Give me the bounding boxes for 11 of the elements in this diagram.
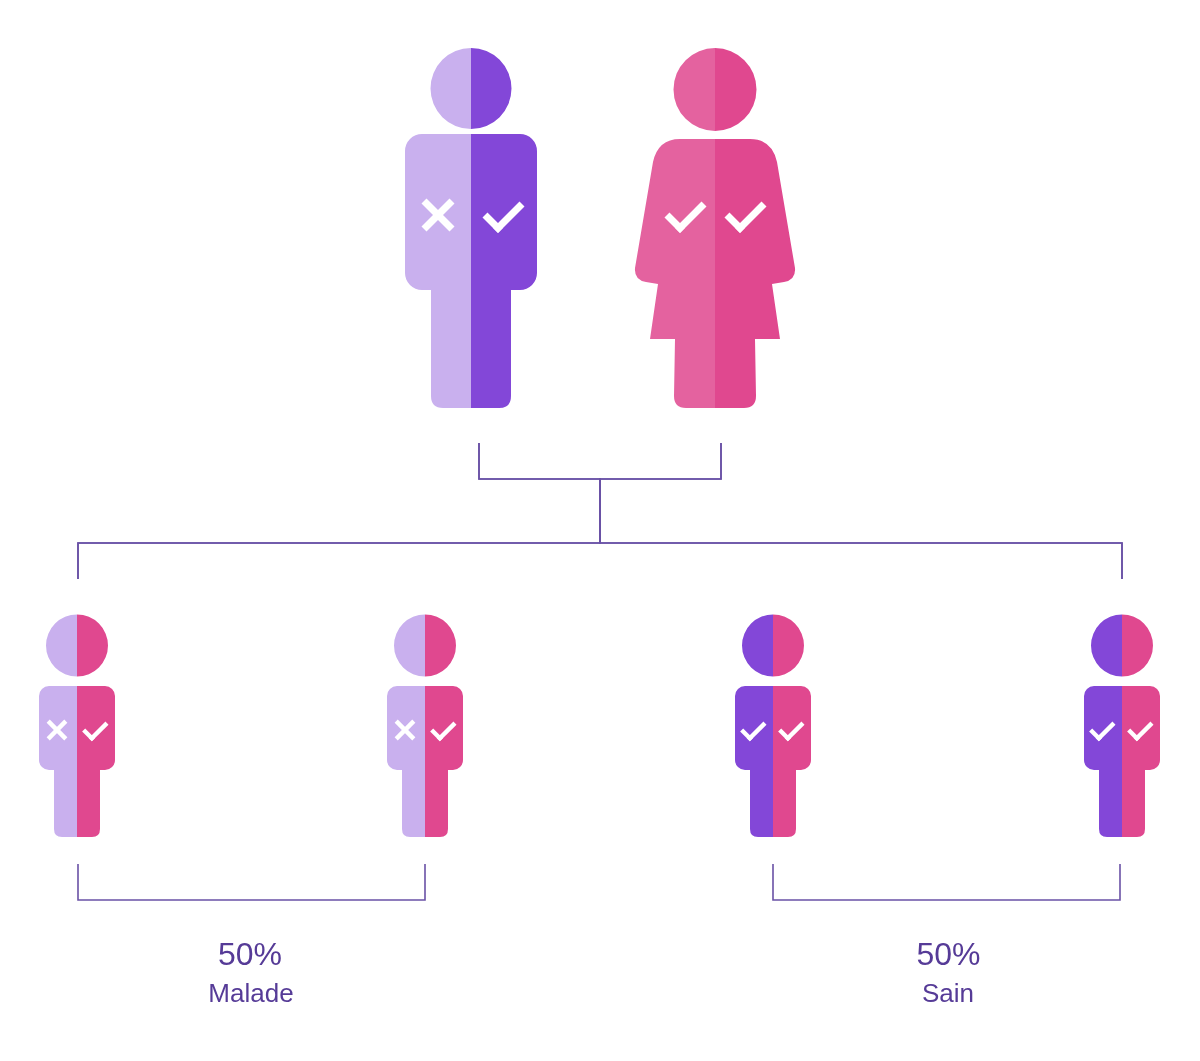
child-figure — [387, 614, 463, 837]
outcome-label: Sain — [922, 979, 974, 1009]
child-figure — [1084, 614, 1160, 837]
woman-figure — [634, 48, 796, 408]
child-figure — [735, 614, 811, 837]
man-figure — [405, 48, 537, 408]
outcome-label: Malade — [208, 979, 294, 1009]
connector-line — [599, 442, 1123, 580]
percentage-label: 50% — [916, 935, 981, 972]
child-figure — [39, 614, 115, 837]
percentage-label: 50% — [218, 935, 282, 972]
